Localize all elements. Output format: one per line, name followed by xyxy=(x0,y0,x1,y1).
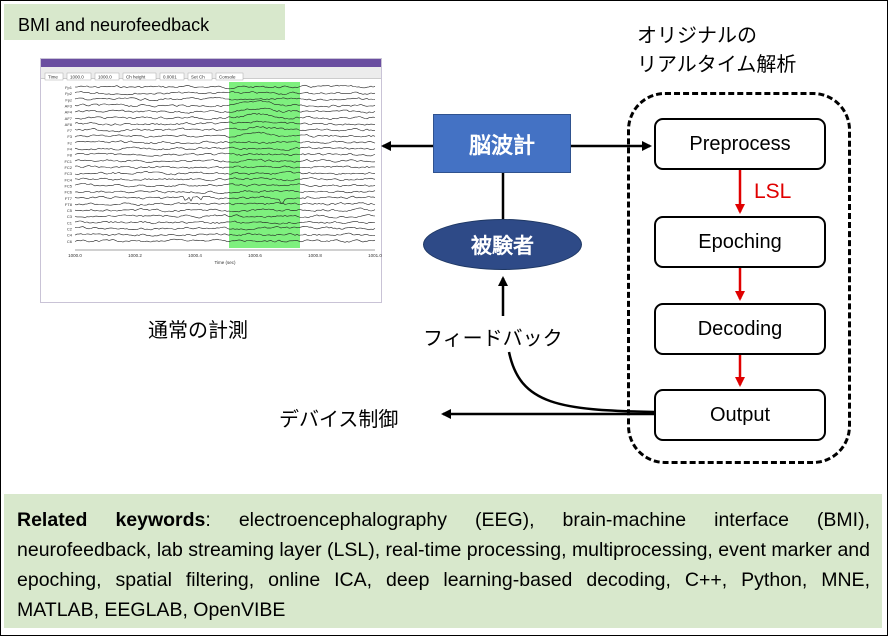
curve-output-feedback xyxy=(507,351,655,414)
eeg-trace-c5 xyxy=(74,207,376,213)
eeg-trace-af8 xyxy=(74,120,376,126)
eeg-trace-ft7 xyxy=(74,195,376,204)
eeg-channel-label: FC4 xyxy=(64,177,72,182)
eeg-trace-af4 xyxy=(74,107,376,114)
eeg-channel-label: F7 xyxy=(67,128,72,133)
eeg-highlight-band xyxy=(229,82,300,248)
eeg-channel-label: AF8 xyxy=(65,122,73,127)
eeg-x-tick-label: 1000.8 xyxy=(308,253,322,258)
feedback-label: フィードバック xyxy=(423,326,563,350)
eeg-toolbar-field xyxy=(215,72,244,81)
eeg-channel-label: C5 xyxy=(67,208,73,213)
eeg-toolbar-text: 1000.0 xyxy=(98,75,112,80)
eeg-toolbar-text: 1000.0 xyxy=(70,75,84,80)
eeg-x-tick-label: 1001.0 xyxy=(368,253,382,258)
eeg-channel-label: FC2 xyxy=(64,165,72,170)
eeg-trace-fc5 xyxy=(74,183,376,188)
pipeline-boundary xyxy=(627,92,851,464)
eeg-trace-c2 xyxy=(74,226,376,231)
eeg-trace-af3 xyxy=(74,100,376,108)
eeg-x-axis-label: Time (sec) xyxy=(214,260,236,265)
eeg-x-tick-label: 1000.0 xyxy=(68,253,82,258)
eeg-channel-label: AF3 xyxy=(65,103,73,108)
eeg-trace-f8 xyxy=(74,152,376,157)
eeg-toolbar-field xyxy=(94,72,120,81)
keywords-heading: Related keywords xyxy=(17,509,206,531)
eeg-channel-label: C1 xyxy=(67,220,73,225)
title-panel: BMI and neurofeedback xyxy=(4,4,285,40)
eeg-toolbar-text: Set Ch xyxy=(191,75,205,80)
eeg-device-box: 脳波計 xyxy=(433,114,571,173)
eeg-channel-label: Fz xyxy=(68,140,72,145)
eeg-trace-f7 xyxy=(74,125,376,133)
eeg-channel-label: C2 xyxy=(67,227,73,232)
eeg-trace-fz xyxy=(74,140,376,145)
eeg-toolbar-text: Ch height xyxy=(126,75,146,80)
eeg-trace-fc6 xyxy=(74,189,376,194)
eeg-channel-label: AF4 xyxy=(65,110,73,115)
eeg-window-titlebar xyxy=(41,59,381,67)
stage-epoching: Epoching xyxy=(654,216,826,268)
eeg-trace-c6 xyxy=(74,238,376,243)
eeg-trace-f3 xyxy=(74,131,376,138)
eeg-toolbar-text: Console xyxy=(219,75,236,80)
eeg-toolbar-field xyxy=(66,72,92,81)
eeg-trace-fc1 xyxy=(74,158,376,163)
device-control-label: デバイス制御 xyxy=(279,407,399,431)
figure-title: BMI and neurofeedback xyxy=(18,15,210,35)
eeg-channel-label: C3 xyxy=(67,214,73,219)
eeg-channel-label: FC3 xyxy=(64,171,72,176)
lsl-label: LSL xyxy=(754,180,792,203)
eeg-trace-fp1 xyxy=(74,84,376,90)
eeg-toolbar-text: 0.0001 xyxy=(163,75,177,80)
eeg-channel-label: Fp1 xyxy=(65,85,73,90)
eeg-channel-label: F3 xyxy=(67,134,72,139)
eeg-x-tick-label: 1000.4 xyxy=(188,253,202,258)
eeg-plot: Fp1Fp2FpzAF3AF4AF7AF8F7F3FzF4F8FC1FC2FC3… xyxy=(64,82,382,265)
eeg-trace-c3 xyxy=(74,214,376,219)
eeg-channel-label: FC5 xyxy=(64,183,72,188)
stage-preprocess: Preprocess xyxy=(654,118,826,170)
eeg-toolbar-field xyxy=(187,72,213,81)
eeg-channel-label: F8 xyxy=(67,153,72,158)
eeg-trace-c4 xyxy=(74,232,376,237)
eeg-caption: 通常の計測 xyxy=(148,318,248,342)
eeg-x-tick-label: 1000.2 xyxy=(128,253,142,258)
eeg-trace-f4 xyxy=(74,146,376,151)
pipeline-title-line1: オリジナルの xyxy=(637,23,757,47)
eeg-trace-fp2 xyxy=(74,91,376,96)
stage-decoding: Decoding xyxy=(654,303,826,355)
eeg-viewer-window: Time 1000.0 1000.0 Ch height 0.0001 Set Ch Con… xyxy=(40,58,382,303)
eeg-trace-c1 xyxy=(74,220,376,225)
eeg-toolbar-text: Time xyxy=(48,75,58,80)
eeg-trace-fc3 xyxy=(74,171,376,176)
pipeline-title-line2: リアルタイム解析 xyxy=(637,52,797,76)
eeg-channel-label: C4 xyxy=(67,233,73,238)
eeg-channel-label: FC6 xyxy=(64,190,72,195)
eeg-channel-label: F4 xyxy=(67,147,72,152)
eeg-channel-label: C6 xyxy=(67,239,73,244)
keywords-text: : electroencephalography (EEG), brain-ma… xyxy=(17,509,870,621)
eeg-toolbar-field xyxy=(44,72,64,81)
eeg-toolbar-items: Time 1000.0 1000.0 Ch height 0.0001 Set Ch Con… xyxy=(44,72,244,81)
eeg-trace-fc2 xyxy=(74,165,376,169)
eeg-toolbar-field xyxy=(159,72,185,81)
eeg-channel-label: Fpz xyxy=(65,97,72,102)
keywords-panel: Related keywords: electroencephalography… xyxy=(4,494,882,628)
eeg-x-tick-label: 1000.6 xyxy=(248,253,262,258)
eeg-channel-label: FT7 xyxy=(65,196,73,201)
eeg-trace-ft8 xyxy=(74,202,376,206)
subject-ellipse: 被験者 xyxy=(423,219,582,270)
eeg-channel-label: AF7 xyxy=(65,116,73,121)
eeg-trace-fpz xyxy=(74,97,376,102)
eeg-trace-fc4 xyxy=(74,177,376,182)
stage-output: Output xyxy=(654,389,826,441)
eeg-channel-label: FT8 xyxy=(65,202,73,207)
eeg-window-toolbar: Time 1000.0 1000.0 Ch height 0.0001 Set Ch Con… xyxy=(41,67,381,81)
eeg-trace-af7 xyxy=(74,113,376,120)
eeg-toolbar-field xyxy=(122,72,157,81)
eeg-channel-label: FC1 xyxy=(64,159,72,164)
eeg-channel-label: Fp2 xyxy=(65,91,73,96)
